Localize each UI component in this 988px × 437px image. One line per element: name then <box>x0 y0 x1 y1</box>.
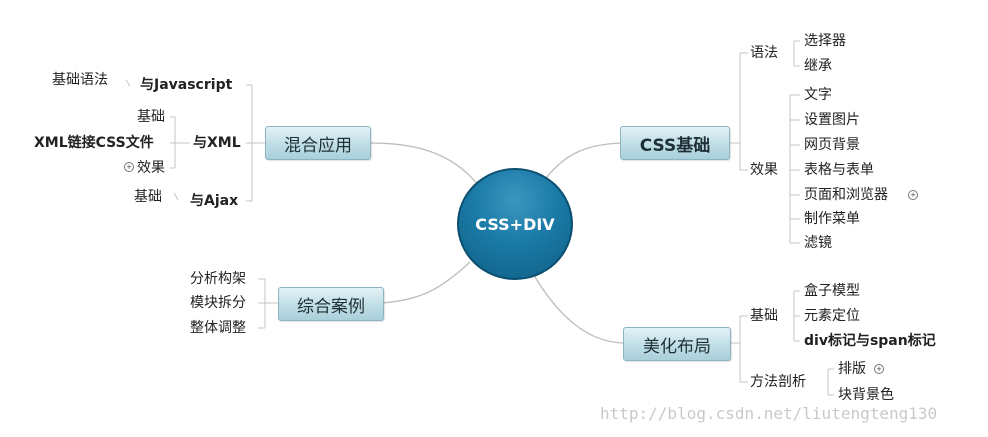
leaf-module-split[interactable]: 模块拆分 <box>190 295 246 311</box>
leaf-xml-basics[interactable]: 基础 <box>137 109 165 125</box>
subtopic-with-javascript[interactable]: 与Javascript <box>140 77 233 93</box>
leaf-div-span-tags[interactable]: div标记与span标记 <box>804 333 936 349</box>
central-topic-label: CSS+DIV <box>475 214 555 234</box>
expand-icon[interactable]: + <box>874 364 884 374</box>
leaf-page-background[interactable]: 网页背景 <box>804 137 860 153</box>
leaf-xml-effects[interactable]: 效果 <box>137 160 165 176</box>
topic-mixed-application-label: 混合应用 <box>284 135 352 156</box>
subtopic-effects[interactable]: 效果 <box>750 162 778 178</box>
leaf-xml-link-css[interactable]: XML链接CSS文件 <box>34 135 154 151</box>
topic-mixed-application[interactable]: 混合应用 <box>265 126 371 160</box>
watermark: http://blog.csdn.net/liutengteng130 <box>600 404 938 423</box>
leaf-typesetting[interactable]: 排版 <box>838 361 866 377</box>
expand-icon[interactable]: + <box>124 162 134 172</box>
subtopic-syntax[interactable]: 语法 <box>750 45 778 61</box>
topic-case-studies-label: 综合案例 <box>297 296 365 317</box>
leaf-overall-adjust[interactable]: 整体调整 <box>190 320 246 336</box>
topic-case-studies[interactable]: 综合案例 <box>278 287 384 321</box>
leaf-tables-forms[interactable]: 表格与表单 <box>804 162 874 178</box>
subtopic-layout-basics[interactable]: 基础 <box>750 308 778 324</box>
topic-css-basics-label: CSS基础 <box>639 135 711 156</box>
topic-layout-beautify-label: 美化布局 <box>643 336 711 357</box>
leaf-inheritance[interactable]: 继承 <box>804 58 832 74</box>
leaf-page-browser[interactable]: 页面和浏览器 <box>804 187 888 203</box>
topic-layout-beautify[interactable]: 美化布局 <box>623 327 731 361</box>
leaf-text[interactable]: 文字 <box>804 87 832 103</box>
leaf-block-background[interactable]: 块背景色 <box>838 387 894 403</box>
leaf-box-model[interactable]: 盒子模型 <box>804 283 860 299</box>
leaf-analyze-architecture[interactable]: 分析构架 <box>190 271 246 287</box>
leaf-filters[interactable]: 滤镜 <box>804 235 832 251</box>
central-topic[interactable]: CSS+DIV <box>457 168 573 280</box>
topic-css-basics[interactable]: CSS基础 <box>620 126 730 160</box>
subtopic-with-ajax[interactable]: 与Ajax <box>190 193 239 209</box>
leaf-element-positioning[interactable]: 元素定位 <box>804 308 860 324</box>
subtopic-with-xml[interactable]: 与XML <box>193 135 241 151</box>
subtopic-method-analysis[interactable]: 方法剖析 <box>750 374 806 390</box>
leaf-make-menu[interactable]: 制作菜单 <box>804 211 860 227</box>
expand-icon[interactable]: + <box>908 190 918 200</box>
leaf-js-basic-syntax[interactable]: 基础语法 <box>52 72 108 88</box>
leaf-set-images[interactable]: 设置图片 <box>804 112 860 128</box>
leaf-selectors[interactable]: 选择器 <box>804 33 846 49</box>
leaf-ajax-basics[interactable]: 基础 <box>134 189 162 205</box>
